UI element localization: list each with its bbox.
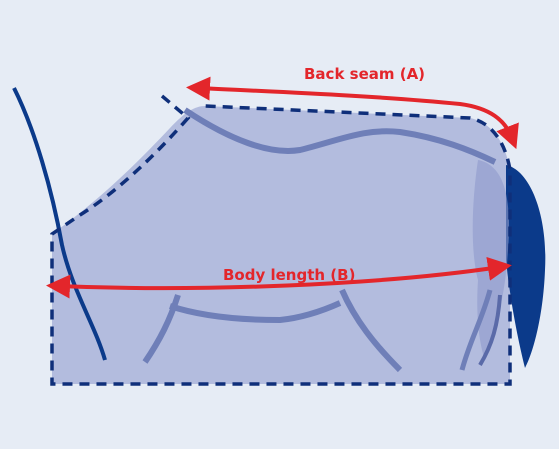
back-seam-label: Back seam (A) bbox=[304, 65, 425, 83]
horse-hind-leg bbox=[339, 288, 403, 373]
rug-shape bbox=[52, 106, 510, 384]
tail-strand-2 bbox=[478, 294, 502, 367]
horse-belly-line bbox=[169, 300, 342, 324]
horse-front-leg bbox=[142, 294, 181, 364]
body-length-label: Body length (B) bbox=[223, 266, 355, 284]
back-seam-arrow bbox=[186, 76, 519, 150]
horse-neck-line bbox=[12, 87, 107, 361]
tail-shape bbox=[506, 165, 546, 368]
body-length-arrow bbox=[46, 256, 512, 299]
tail-strand bbox=[459, 289, 493, 371]
rug-outline bbox=[50, 94, 512, 386]
